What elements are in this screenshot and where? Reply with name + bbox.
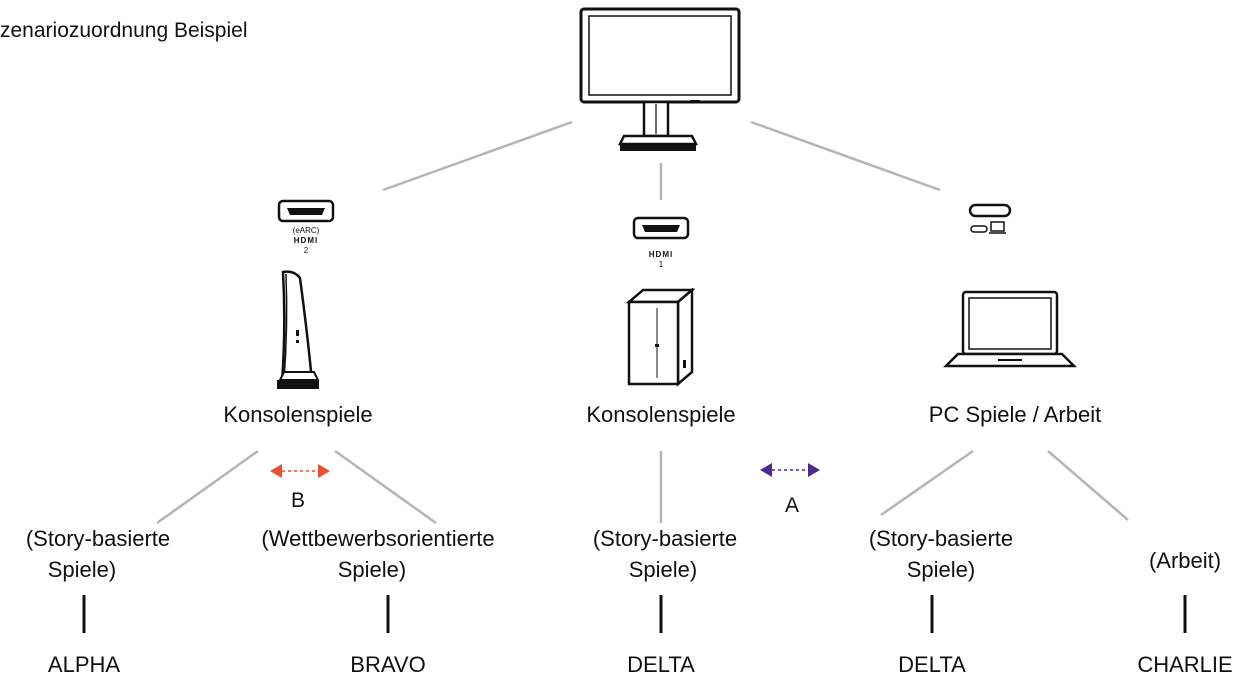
playstation-label: Konsolenspiele: [223, 402, 373, 427]
mode-delta-1: DELTA: [627, 652, 695, 677]
mode-alpha: ALPHA: [47, 652, 121, 677]
arrow-b-label: B: [290, 489, 306, 512]
laptop-icon: [942, 290, 1078, 368]
mode-bravo: BRAVO: [350, 652, 426, 677]
leaf-3-line1: (Story-basierte: [592, 526, 738, 551]
hdmi2-number-label: 2: [303, 246, 309, 255]
arrow-a-label: A: [784, 494, 800, 517]
xbox-console-icon: [625, 288, 696, 387]
mode-charlie: CHARLIE: [1137, 652, 1233, 677]
xbox-label: Konsolenspiele: [586, 402, 736, 427]
link-ps-bravo: [334, 449, 437, 525]
mode-delta-2: DELTA: [898, 652, 966, 677]
link-monitor-usbc: [750, 120, 941, 192]
leaf-2-line2: Spiele): [337, 557, 407, 582]
leaf-2-line1: (Wettbewerbsorientierte: [261, 526, 495, 551]
hdmi-port-1-icon: [632, 216, 690, 240]
hdmi2-earc-label: (eARC): [292, 226, 320, 235]
hdmi1-brand-label: HDMI: [648, 250, 674, 259]
arrow-a: [760, 463, 820, 477]
playstation-console-icon: [277, 270, 320, 389]
arrow-b: [270, 464, 330, 478]
monitor-icon: [579, 7, 741, 151]
link-ps-alpha: [156, 449, 259, 525]
link-laptop-delta: [880, 449, 974, 517]
link-monitor-hdmi2: [382, 120, 573, 192]
leaf-1-line2: Spiele): [47, 557, 117, 582]
usb-c-port-icon: [968, 203, 1012, 234]
leaf-3-line2: Spiele): [628, 557, 698, 582]
leaf-4-line1: (Story-basierte: [868, 526, 1014, 551]
leaf-4-line2: Spiele): [906, 557, 976, 582]
laptop-label: PC Spiele / Arbeit: [928, 402, 1102, 427]
hdmi-port-2-icon: [277, 199, 335, 223]
leaf-5-line2: (Arbeit): [1148, 548, 1222, 573]
leaf-1-line1: (Story-basierte: [25, 526, 171, 551]
hdmi2-brand-label: HDMI: [293, 236, 319, 245]
page-title: zenariozuordnung Beispiel: [0, 19, 248, 42]
link-laptop-charlie: [1047, 450, 1129, 521]
hdmi1-number-label: 1: [658, 260, 664, 269]
